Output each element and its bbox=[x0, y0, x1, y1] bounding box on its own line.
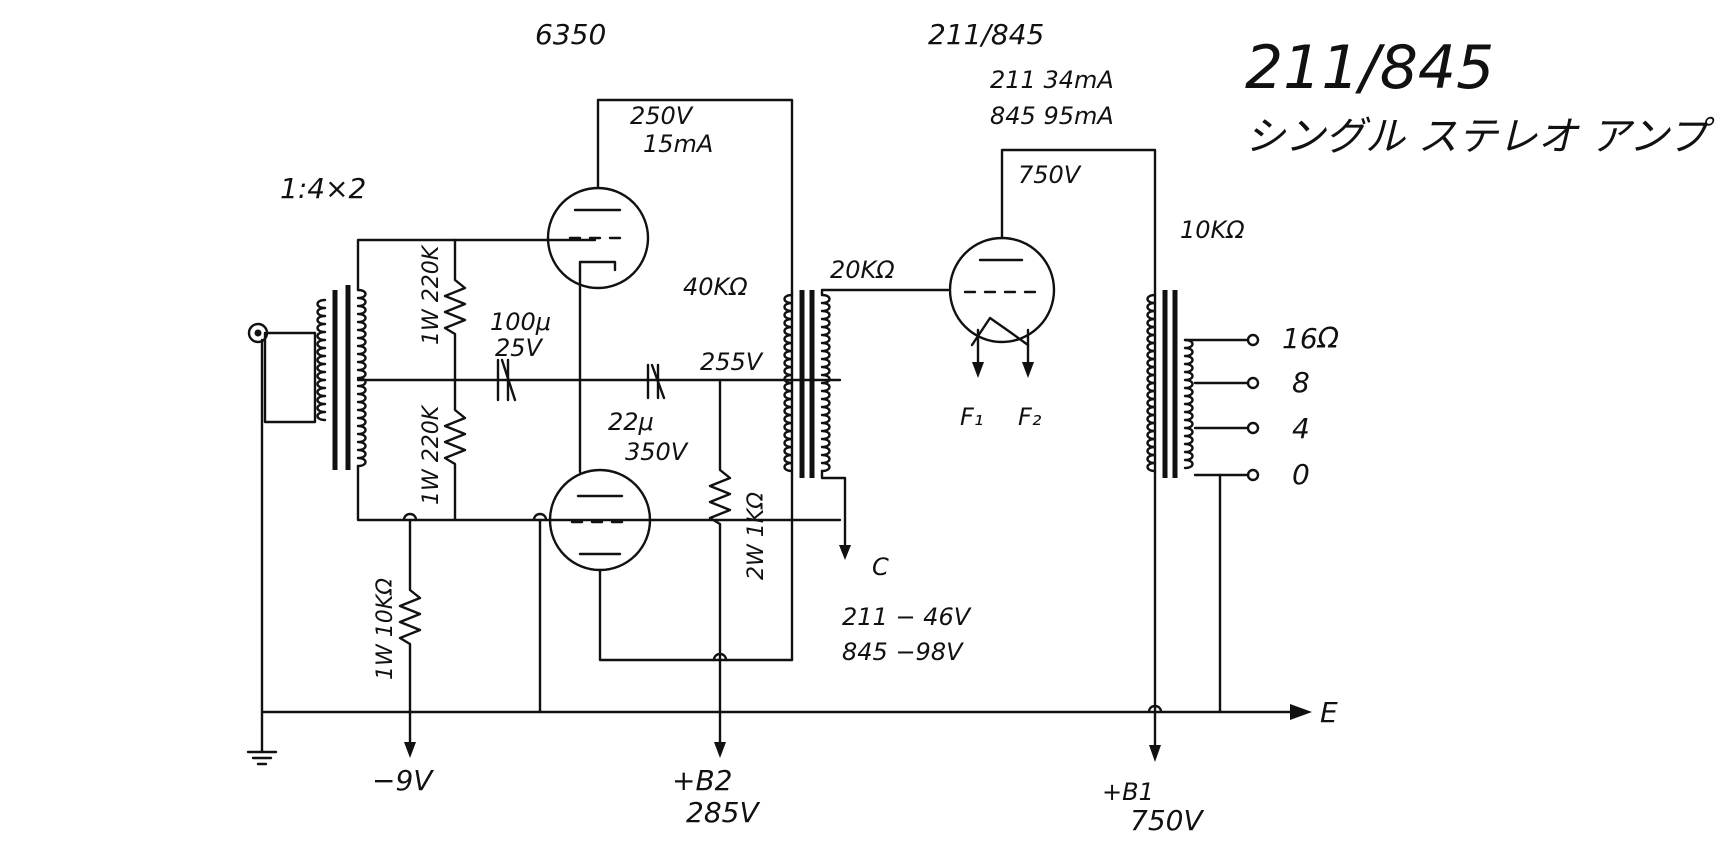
cap1-voltage: 25V bbox=[495, 334, 544, 362]
b1-label: +B1 bbox=[1102, 778, 1154, 806]
output-plate-voltage: 750V bbox=[1018, 161, 1082, 189]
output-current-845: 845 95mA bbox=[990, 102, 1114, 130]
bias-resistor-label: 1W 10KΩ bbox=[373, 578, 398, 680]
supply-b1 bbox=[1149, 710, 1161, 762]
ground-symbol bbox=[246, 718, 278, 766]
tap-0-label: 0 bbox=[1292, 458, 1310, 491]
filament-1-label: F₁ bbox=[960, 403, 983, 431]
output-transformer bbox=[1146, 290, 1260, 714]
output-tube bbox=[948, 148, 1157, 714]
cathode-resistor-label: 2W 1KΩ bbox=[744, 492, 769, 580]
interstage-secondary-label: 20KΩ bbox=[830, 256, 895, 284]
driver-tube-top bbox=[546, 98, 794, 662]
b2-label: +B2 bbox=[672, 764, 732, 797]
cap2-value: 22μ bbox=[608, 408, 654, 436]
tap-16-label: 16Ω bbox=[1282, 322, 1340, 355]
bias-845-label: 845 −98V bbox=[842, 638, 964, 666]
supply-b2 bbox=[714, 710, 726, 758]
neg-9v-label: −9V bbox=[372, 764, 434, 797]
diagram-subtitle: シングル ステレオ アンプ bbox=[1245, 114, 1716, 160]
interstage-primary-label: 40KΩ bbox=[683, 273, 748, 301]
bias-c-label: C bbox=[872, 553, 889, 581]
input-transformer-ratio: 1:4×2 bbox=[280, 172, 366, 205]
grid-resistor-top-label: 1W 220K bbox=[419, 244, 444, 345]
b2-value: 285V bbox=[686, 796, 760, 829]
supply-neg-9v bbox=[404, 710, 416, 758]
driver-tube-label: 6350 bbox=[535, 18, 606, 51]
driver-plate-voltage: 250V bbox=[630, 102, 694, 130]
driver-tube-bottom bbox=[548, 268, 794, 662]
output-current-211: 211 34mA bbox=[990, 66, 1114, 94]
grid-resistor-bottom-label: 1W 220K bbox=[419, 404, 444, 505]
interstage-transformer bbox=[783, 288, 950, 560]
b1-value: 750V bbox=[1130, 804, 1204, 837]
diagram-title: 211/845 bbox=[1245, 33, 1494, 103]
output-transformer-label: 10KΩ bbox=[1180, 216, 1245, 244]
ground-e-label: E bbox=[1320, 696, 1338, 729]
driver-plate-current: 15mA bbox=[643, 130, 713, 158]
capacitor-22u bbox=[646, 363, 666, 400]
input-jack bbox=[247, 322, 317, 722]
output-tube-label: 211/845 bbox=[928, 18, 1044, 51]
filament-2-label: F₂ bbox=[1018, 403, 1042, 431]
supply-255-label: 255V bbox=[700, 348, 764, 376]
capacitor-100u bbox=[496, 358, 517, 402]
input-transformer bbox=[316, 285, 367, 470]
cap2-voltage: 350V bbox=[625, 438, 689, 466]
tap-8-label: 8 bbox=[1292, 366, 1310, 399]
tap-4-label: 4 bbox=[1292, 412, 1310, 445]
bias-211-label: 211 − 46V bbox=[842, 603, 972, 631]
cap1-value: 100μ bbox=[490, 308, 551, 336]
